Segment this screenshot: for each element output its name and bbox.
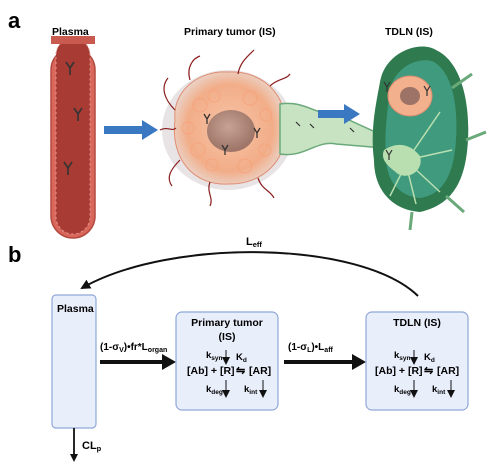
blood-vessel-icon	[50, 36, 96, 239]
plasma-compartment-title: Plasma	[57, 303, 94, 315]
lymph-node-icon	[372, 46, 487, 231]
tdln-k-d-label: Kd	[424, 352, 435, 364]
lymphatic-flow-label: (1-σL)•Laff	[288, 342, 334, 354]
tumor-to-tdln-arrowhead	[352, 354, 366, 370]
tdln-label: TDLN (IS)	[385, 26, 433, 38]
plasma-label: Plasma	[52, 26, 89, 38]
plasma-to-tumor-arrowhead	[162, 354, 176, 370]
tdln-reaction-scheme: ksyn Kd [Ab] + [R] ⇋ [AR] kdeg kint	[375, 350, 459, 398]
tumor-icon	[159, 49, 294, 207]
binding-equation-left: [Ab] + [R]	[187, 365, 235, 377]
k-deg-label: kdeg	[206, 384, 223, 396]
tumor-compartment-subtitle: (IS)	[219, 331, 236, 343]
tdln-binding-equation-left: [Ab] + [R]	[375, 365, 423, 377]
k-syn-label: ksyn	[206, 350, 223, 362]
flow-arrow-icon	[104, 120, 158, 140]
tdln-binding-equation-right: [AR]	[437, 365, 459, 377]
l-eff-label: Leff	[246, 236, 262, 249]
flow-arrow-icon-2	[318, 104, 360, 124]
panel-b-letter: b	[8, 242, 21, 267]
tdln-k-deg-label: kdeg	[394, 384, 411, 396]
tdln-equilibrium-symbol: ⇋	[424, 365, 433, 377]
extravasation-label: (1-σV)•fr*Lorgan	[100, 342, 167, 354]
equilibrium-symbol: ⇋	[236, 365, 245, 377]
k-d-label: Kd	[236, 352, 247, 364]
binding-equation-right: [AR]	[249, 365, 271, 377]
k-int-label: kint	[244, 384, 258, 396]
tdln-k-syn-label: ksyn	[394, 350, 411, 362]
cl-p-label: CLp	[82, 440, 102, 453]
tumor-compartment-title: Primary tumor	[191, 317, 263, 329]
tdln-k-int-label: kint	[432, 384, 446, 396]
tdln-compartment-title: TDLN (IS)	[393, 317, 441, 329]
tumor-label: Primary tumor (IS)	[184, 26, 276, 38]
tumor-reaction-scheme: ksyn Kd [Ab] + [R] ⇋ [AR] kdeg kint	[187, 350, 271, 398]
l-eff-arrow	[80, 251, 419, 297]
panel-a-letter: a	[8, 8, 21, 33]
